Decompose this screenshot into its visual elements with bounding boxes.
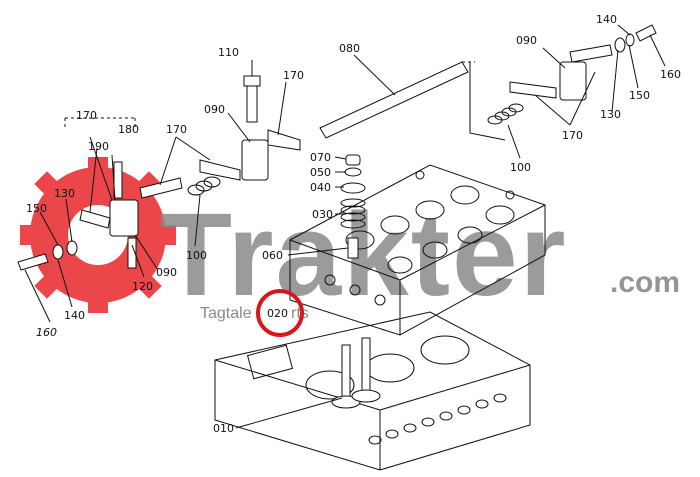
callout-100-right[interactable]: 100 [510,161,531,174]
callout-100-center[interactable]: 100 [186,249,207,262]
callout-160-left[interactable]: 160 [36,326,57,339]
callouts: 020 010 030 040 050 060 070 080 090 090 … [26,13,681,435]
callout-070[interactable]: 070 [310,151,331,164]
watermark-tagline: Tagtale [200,305,252,322]
leader-lines [24,24,666,429]
callout-170-left[interactable]: 170 [166,123,187,136]
callout-150-left[interactable]: 150 [26,202,47,215]
callout-110[interactable]: 110 [218,46,239,59]
callout-170-right[interactable]: 170 [562,129,583,142]
watermark-tagline-tail: rts [291,305,309,322]
callout-090-right[interactable]: 090 [516,34,537,47]
callout-050[interactable]: 050 [310,166,331,179]
callout-190[interactable]: 190 [88,140,109,153]
callout-030[interactable]: 030 [312,208,333,221]
cylinder-head [289,164,546,336]
engine-block [214,311,531,471]
callout-140-left[interactable]: 140 [64,309,85,322]
watermark-suffix: .com [610,266,680,299]
callout-170-center[interactable]: 170 [283,69,304,82]
callout-130-right[interactable]: 130 [600,108,621,121]
valve-pair [331,337,381,409]
rocker-assembly-center [187,75,301,196]
callout-090-left[interactable]: 090 [156,266,177,279]
rocker-assembly-left [17,117,183,271]
highlight-ring [256,289,304,337]
callout-010[interactable]: 010 [213,422,234,435]
callout-160-right[interactable]: 160 [660,68,681,81]
callout-170-top-left[interactable]: 170 [76,109,97,122]
callout-060[interactable]: 060 [262,249,283,262]
callout-120[interactable]: 120 [132,280,153,293]
callout-040[interactable]: 040 [310,181,331,194]
callout-130-left[interactable]: 130 [54,187,75,200]
callout-180[interactable]: 180 [118,123,139,136]
watermark-brand: Trakter [160,189,568,321]
callout-140-right[interactable]: 140 [596,13,617,26]
rocker-assembly-right [487,24,657,125]
valve-spring-stack [340,154,366,259]
callout-020[interactable]: 020 [267,307,288,320]
rocker-shaft [319,61,506,141]
callout-090-center[interactable]: 090 [204,103,225,116]
callout-150-right[interactable]: 150 [629,89,650,102]
callout-080[interactable]: 080 [339,42,360,55]
